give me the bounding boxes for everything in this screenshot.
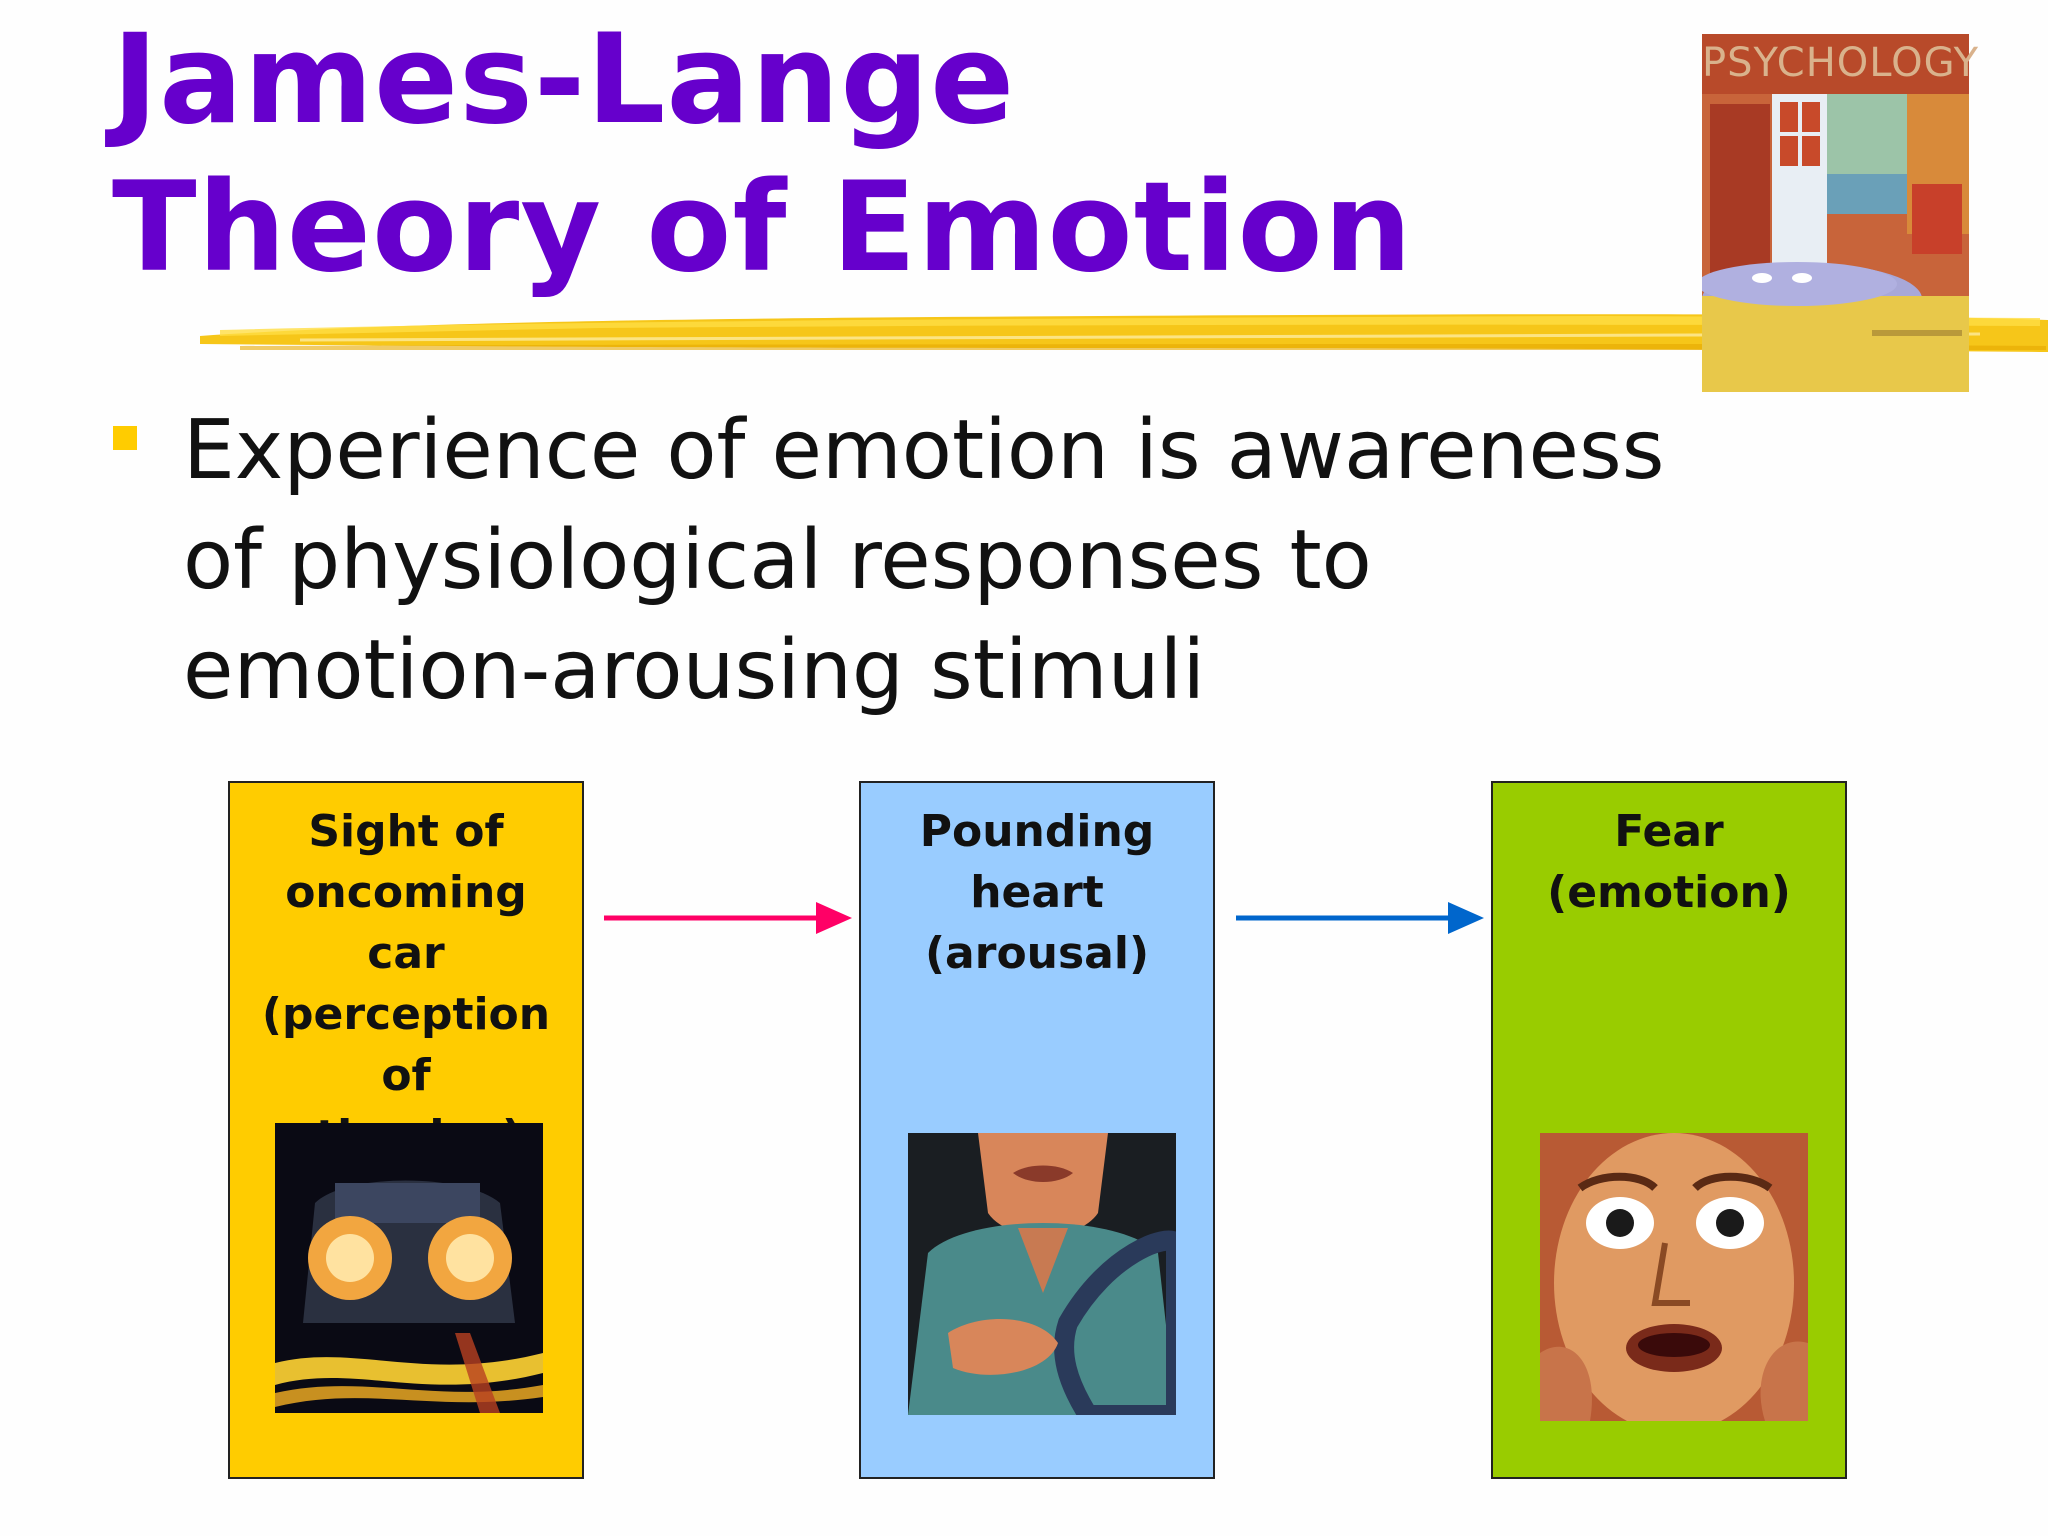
stimulus-box: Sight of oncoming car (perception of sti… [228,781,584,1479]
book-cover-image: PSYCHOLOGY [1697,34,1980,392]
box-label: Pounding heart (arousal) [919,806,1155,979]
slide-title: James-Lange Theory of Emotion [112,6,1413,302]
title-line-2: Theory of Emotion [112,156,1413,300]
arousal-box: Pounding heart (arousal) [859,781,1215,1479]
book-cover-title: PSYCHOLOGY [1702,40,1980,86]
brush-stroke-underline [200,314,2048,352]
bullet-text: Experience of emotion is awareness of ph… [183,403,1665,718]
box-label: Fear (emotion) [1547,806,1791,918]
box-label: Sight of oncoming car (perception of sti… [261,806,551,1162]
arrow-right-icon [1236,902,1484,934]
driver-chest-image [908,1133,1176,1415]
arrow-right-icon [604,902,852,934]
emotion-box: Fear (emotion) [1491,781,1847,1479]
title-line-1: James-Lange [112,8,1016,152]
frightened-face-image [1540,1133,1808,1421]
bullet-square-icon [113,426,137,450]
car-headlights-image [275,1123,543,1413]
